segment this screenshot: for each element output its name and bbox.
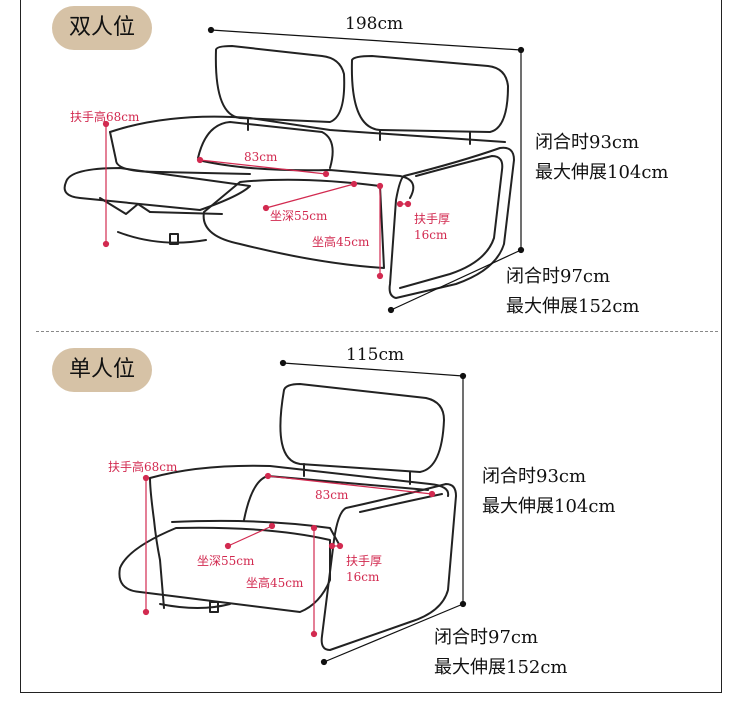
single-seat-depth-label: 坐深55cm xyxy=(197,554,255,568)
double-seat-tag: 双人位 xyxy=(52,6,152,50)
single-seat-height-label: 坐高45cm xyxy=(246,576,304,590)
single-armrest-thickness-value: 16cm xyxy=(346,570,380,584)
single-depth-closed-label: 闭合时97cm xyxy=(434,627,539,648)
double-armrest-height-label: 扶手高68cm xyxy=(70,110,140,124)
double-seat-depth-label: 坐深55cm xyxy=(270,209,328,223)
diagram-frame xyxy=(20,0,722,693)
double-sofa-illustration xyxy=(63,45,515,299)
single-width-label: 115cm xyxy=(346,345,405,365)
single-height-extended-label: 最大伸展104cm xyxy=(482,496,616,517)
double-width-label: 198cm xyxy=(345,14,404,34)
double-height-closed-label: 闭合时93cm xyxy=(535,132,640,153)
single-armrest-height-label: 扶手高68cm xyxy=(108,460,178,474)
double-height-extended-label: 最大伸展104cm xyxy=(535,162,669,183)
double-seat-height-label: 坐高45cm xyxy=(312,235,370,249)
double-depth-extended-label: 最大伸展152cm xyxy=(506,296,640,317)
double-armrest-thickness-label: 扶手厚 xyxy=(414,212,451,226)
single-height-closed-label: 闭合时93cm xyxy=(482,466,587,487)
single-depth-extended-label: 最大伸展152cm xyxy=(434,657,568,678)
double-seat-width-label: 83cm xyxy=(244,150,278,164)
section-separator xyxy=(36,331,718,332)
double-armrest-thickness-value: 16cm xyxy=(414,228,448,242)
single-seat-width-label: 83cm xyxy=(315,488,349,502)
single-seat-tag: 单人位 xyxy=(52,348,152,392)
double-depth-closed-label: 闭合时97cm xyxy=(506,266,611,287)
single-armrest-thickness-label: 扶手厚 xyxy=(346,554,383,568)
single-sofa-illustration xyxy=(118,383,457,651)
